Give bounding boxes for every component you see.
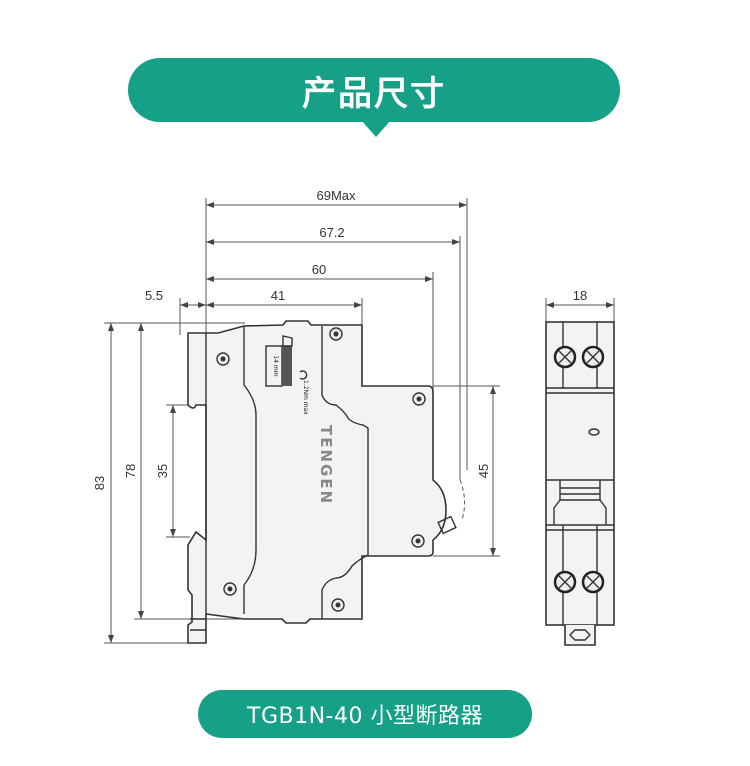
screws <box>216 327 426 612</box>
section-banner: 产品尺寸 <box>128 58 620 122</box>
dim-35: 35 <box>155 464 170 478</box>
section-title: 产品尺寸 <box>302 73 446 114</box>
dim-69max: 69Max <box>316 188 356 203</box>
dim-18: 18 <box>573 288 587 303</box>
side-view: 14 mm 1.2Nm max TENGEN <box>187 320 466 644</box>
extension-lines <box>104 198 615 644</box>
product-name: TGB1N-40 小型断路器 <box>247 704 483 729</box>
dim-60: 60 <box>312 262 326 277</box>
product-name-banner: TGB1N-40 小型断路器 <box>198 690 532 738</box>
strip-length-label: 14 mm <box>272 355 279 376</box>
torque-label: 1.2Nm max <box>302 380 309 415</box>
front-view <box>545 321 615 646</box>
dim-45: 45 <box>476 464 491 478</box>
brand-logo: TENGEN <box>317 425 335 505</box>
terminal-marking: 14 mm 1.2Nm max <box>265 335 309 415</box>
dim-78: 78 <box>123 464 138 478</box>
dim-67-2: 67.2 <box>319 225 344 240</box>
banner-pointer <box>361 120 391 137</box>
dim-41: 41 <box>271 288 285 303</box>
dim-5-5: 5.5 <box>145 288 163 303</box>
dimension-lines <box>108 202 614 643</box>
dim-83: 83 <box>92 476 107 490</box>
terminal-screws <box>553 345 605 594</box>
